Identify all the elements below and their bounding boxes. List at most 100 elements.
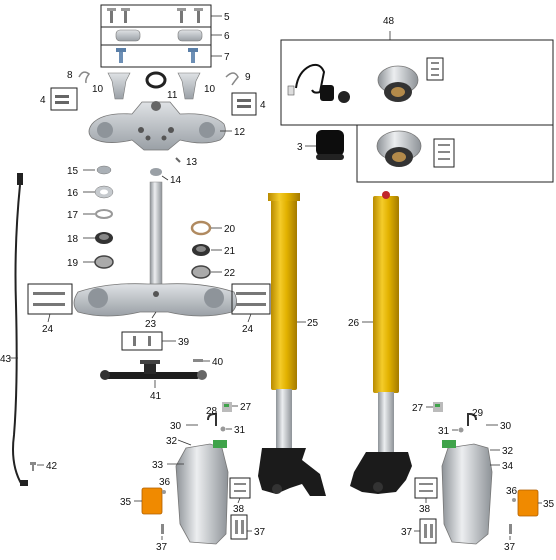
- callout-48: 48: [383, 16, 395, 27]
- bracket-34: [441, 443, 493, 545]
- callout-33: 33: [152, 460, 164, 471]
- part-box-24-left: [27, 283, 73, 315]
- callout-15: 15: [67, 166, 79, 177]
- top-hardware-kit: [100, 4, 222, 68]
- callout-32-right: 32: [502, 446, 514, 457]
- screw-37-right-b: [509, 524, 512, 534]
- callout-27-left: 27: [240, 402, 252, 413]
- switch-body: [320, 85, 334, 101]
- speed-sensor-cable-43: [10, 173, 44, 486]
- callout-38-left: 38: [233, 504, 245, 515]
- reflector-35-right: [517, 489, 539, 517]
- callout-36-left: 36: [159, 477, 171, 488]
- callout-14: 14: [170, 175, 182, 186]
- pinch-bolt-kits: [27, 283, 271, 351]
- callout-labels: 48 5 6 7 8 9 10 11 10 4 4 12 3 13 14 15 …: [0, 12, 555, 553]
- washer-17: [95, 209, 113, 219]
- callout-37-right-a: 37: [401, 527, 413, 538]
- callout-24-left: 24: [42, 324, 54, 335]
- callout-17: 17: [67, 210, 79, 221]
- callout-30-left: 30: [170, 421, 182, 432]
- callout-29: 29: [472, 408, 484, 419]
- callout-41: 41: [150, 391, 162, 402]
- callout-32-left: 32: [166, 436, 178, 447]
- callout-10-left: 10: [92, 84, 104, 95]
- callout-19: 19: [67, 258, 79, 269]
- screw-37-left-b: [161, 524, 164, 534]
- callout-28: 28: [206, 406, 218, 417]
- callout-36-right: 36: [506, 486, 518, 497]
- callout-6: 6: [224, 31, 230, 42]
- clamp-caps-6: [115, 29, 203, 42]
- callout-30-right: 30: [500, 421, 512, 432]
- callout-4-left: 4: [40, 95, 46, 106]
- clip-29: [467, 413, 477, 426]
- callout-39: 39: [178, 337, 190, 348]
- callout-25: 25: [307, 318, 319, 329]
- key-cap-3: [316, 130, 344, 160]
- fork-leg-right-26: [350, 191, 412, 494]
- part-box-38-left: [229, 477, 251, 499]
- callout-9: 9: [245, 72, 251, 83]
- part-box-48: [280, 39, 554, 183]
- fork-leg-left-25: [258, 193, 326, 496]
- callout-4-right: 4: [260, 100, 266, 111]
- lock-cylinder-upper: [377, 65, 419, 102]
- callout-34: 34: [502, 461, 514, 472]
- bolt-set-7: [116, 48, 198, 63]
- callout-27-right: 27: [412, 403, 424, 414]
- lower-bracket-right: [414, 402, 542, 545]
- part-box-screws-upper: [426, 57, 444, 81]
- callout-7: 7: [224, 52, 230, 63]
- clip-9: [225, 72, 239, 86]
- part-box-38-right: [414, 477, 438, 499]
- nut-14: [150, 168, 162, 176]
- handlebar-clamps: [50, 71, 257, 116]
- part-box-4-right: [231, 92, 257, 116]
- bolt-40: [193, 359, 203, 362]
- reflector-35-left: [141, 487, 163, 515]
- callout-43: 43: [0, 354, 12, 365]
- part-box-4-left: [50, 87, 78, 111]
- callout-24-right: 24: [242, 324, 254, 335]
- wire-harness: [295, 63, 326, 94]
- race-22: [191, 265, 211, 279]
- callout-40: 40: [212, 357, 224, 368]
- callout-16: 16: [67, 188, 79, 199]
- screw-42: [30, 462, 44, 471]
- callout-35-right: 35: [543, 499, 555, 510]
- part-box-37-left-a: [230, 514, 248, 540]
- steering-damper-41: [100, 359, 210, 388]
- clip-28: [207, 413, 217, 426]
- callout-20: 20: [224, 224, 236, 235]
- lock-set-48: [280, 31, 554, 183]
- callout-31-left: 31: [234, 425, 246, 436]
- upper-triple-clamp-12: [88, 101, 232, 151]
- callout-12: 12: [234, 127, 246, 138]
- seal-ring-11: [145, 71, 167, 89]
- callout-11: 11: [167, 90, 178, 101]
- part-box-39: [121, 331, 163, 351]
- part-box-37-right-a: [419, 518, 437, 544]
- lower-triple-clamp-23: [73, 181, 237, 319]
- clip-8: [78, 71, 91, 84]
- callout-3: 3: [297, 142, 303, 153]
- callout-37-left-a: 37: [254, 527, 266, 538]
- callout-18: 18: [67, 234, 79, 245]
- callout-35-left: 35: [120, 497, 132, 508]
- callout-37-left-b: 37: [156, 542, 168, 553]
- callout-22: 22: [224, 268, 236, 279]
- seal-20: [190, 220, 212, 236]
- lock-cylinder-lower: [376, 130, 422, 167]
- callout-13: 13: [186, 157, 198, 168]
- bracket-33: [175, 443, 229, 545]
- clamp-10-right: [177, 72, 201, 100]
- callout-31-right: 31: [438, 426, 450, 437]
- callout-38-right: 38: [419, 504, 431, 515]
- screw-31-right: [458, 427, 464, 433]
- screw-31-left: [220, 426, 226, 432]
- callout-5: 5: [224, 12, 230, 23]
- callout-26: 26: [348, 318, 360, 329]
- part-box-screws-lower: [433, 138, 455, 168]
